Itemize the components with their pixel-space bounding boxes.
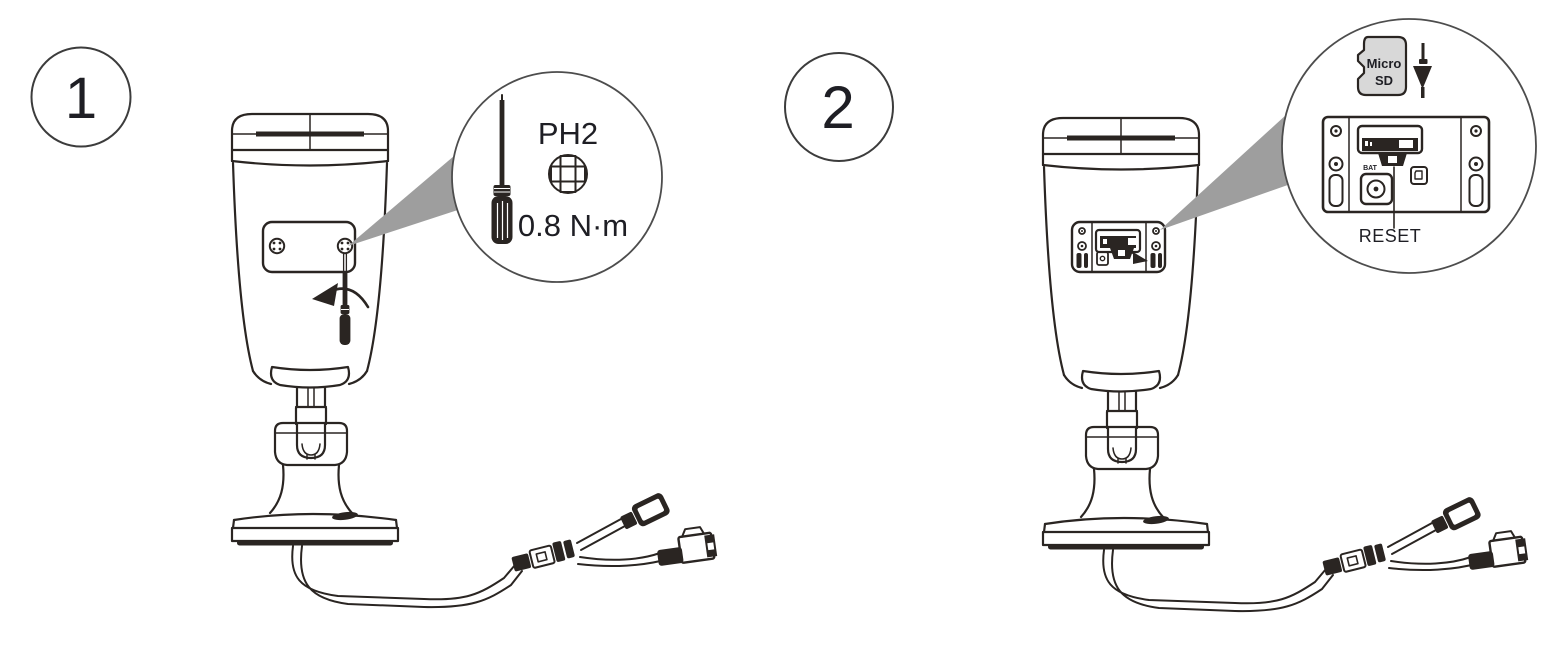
callout-circle-step-1 xyxy=(451,71,663,283)
torque-label: 0.8 N·m xyxy=(518,208,628,243)
micro-sd-card-icon: Micro SD xyxy=(1356,35,1408,97)
panel-screw-right xyxy=(336,237,354,255)
unscrew-rotation-arrow-icon xyxy=(312,283,370,309)
panel-screw-left xyxy=(268,237,286,255)
phillips-screwdriver-icon xyxy=(491,94,513,244)
reset-label: RESET xyxy=(1359,226,1422,246)
reset-hole-button xyxy=(1359,172,1394,206)
micro-sd-label-line2: SD xyxy=(1375,73,1393,88)
sd-card-slot xyxy=(1356,124,1424,155)
callout-wedge-step-1 xyxy=(348,139,474,246)
step-2-number-badge: 2 xyxy=(784,52,894,162)
step-1-number-badge: 1 xyxy=(30,46,132,148)
step-2-group: 2 xyxy=(784,18,1537,613)
insert-down-arrow-icon xyxy=(1413,43,1432,98)
callout-step-2: Micro SD xyxy=(1281,18,1537,274)
open-compartment-panel xyxy=(1070,220,1167,274)
screwdriver-size-label: PH2 xyxy=(538,116,598,151)
board-label: BAT xyxy=(1363,165,1378,172)
sd-card-indicator-icon xyxy=(1410,166,1428,185)
step-2-number: 2 xyxy=(821,74,854,141)
reset-button-detail xyxy=(1378,153,1407,166)
phillips-screw-head-icon xyxy=(548,154,588,194)
camera-illustration-step-2 xyxy=(1041,116,1530,613)
callout-step-1: PH2 0.8 N·m xyxy=(451,71,663,283)
screw-cover-panel xyxy=(261,220,357,274)
reset-button-mini xyxy=(1096,251,1109,266)
mini-screwdriver-icon xyxy=(339,252,351,345)
camera-illustration-step-1 xyxy=(230,112,719,609)
callout-wedge-step-2 xyxy=(1160,104,1302,230)
step-1-group: 1 xyxy=(30,46,719,609)
open-compartment-detail: BAT xyxy=(1321,115,1491,229)
sd-slot-mini xyxy=(1094,228,1148,264)
micro-sd-label-line1: Micro xyxy=(1367,56,1402,71)
step-1-number: 1 xyxy=(65,66,97,131)
